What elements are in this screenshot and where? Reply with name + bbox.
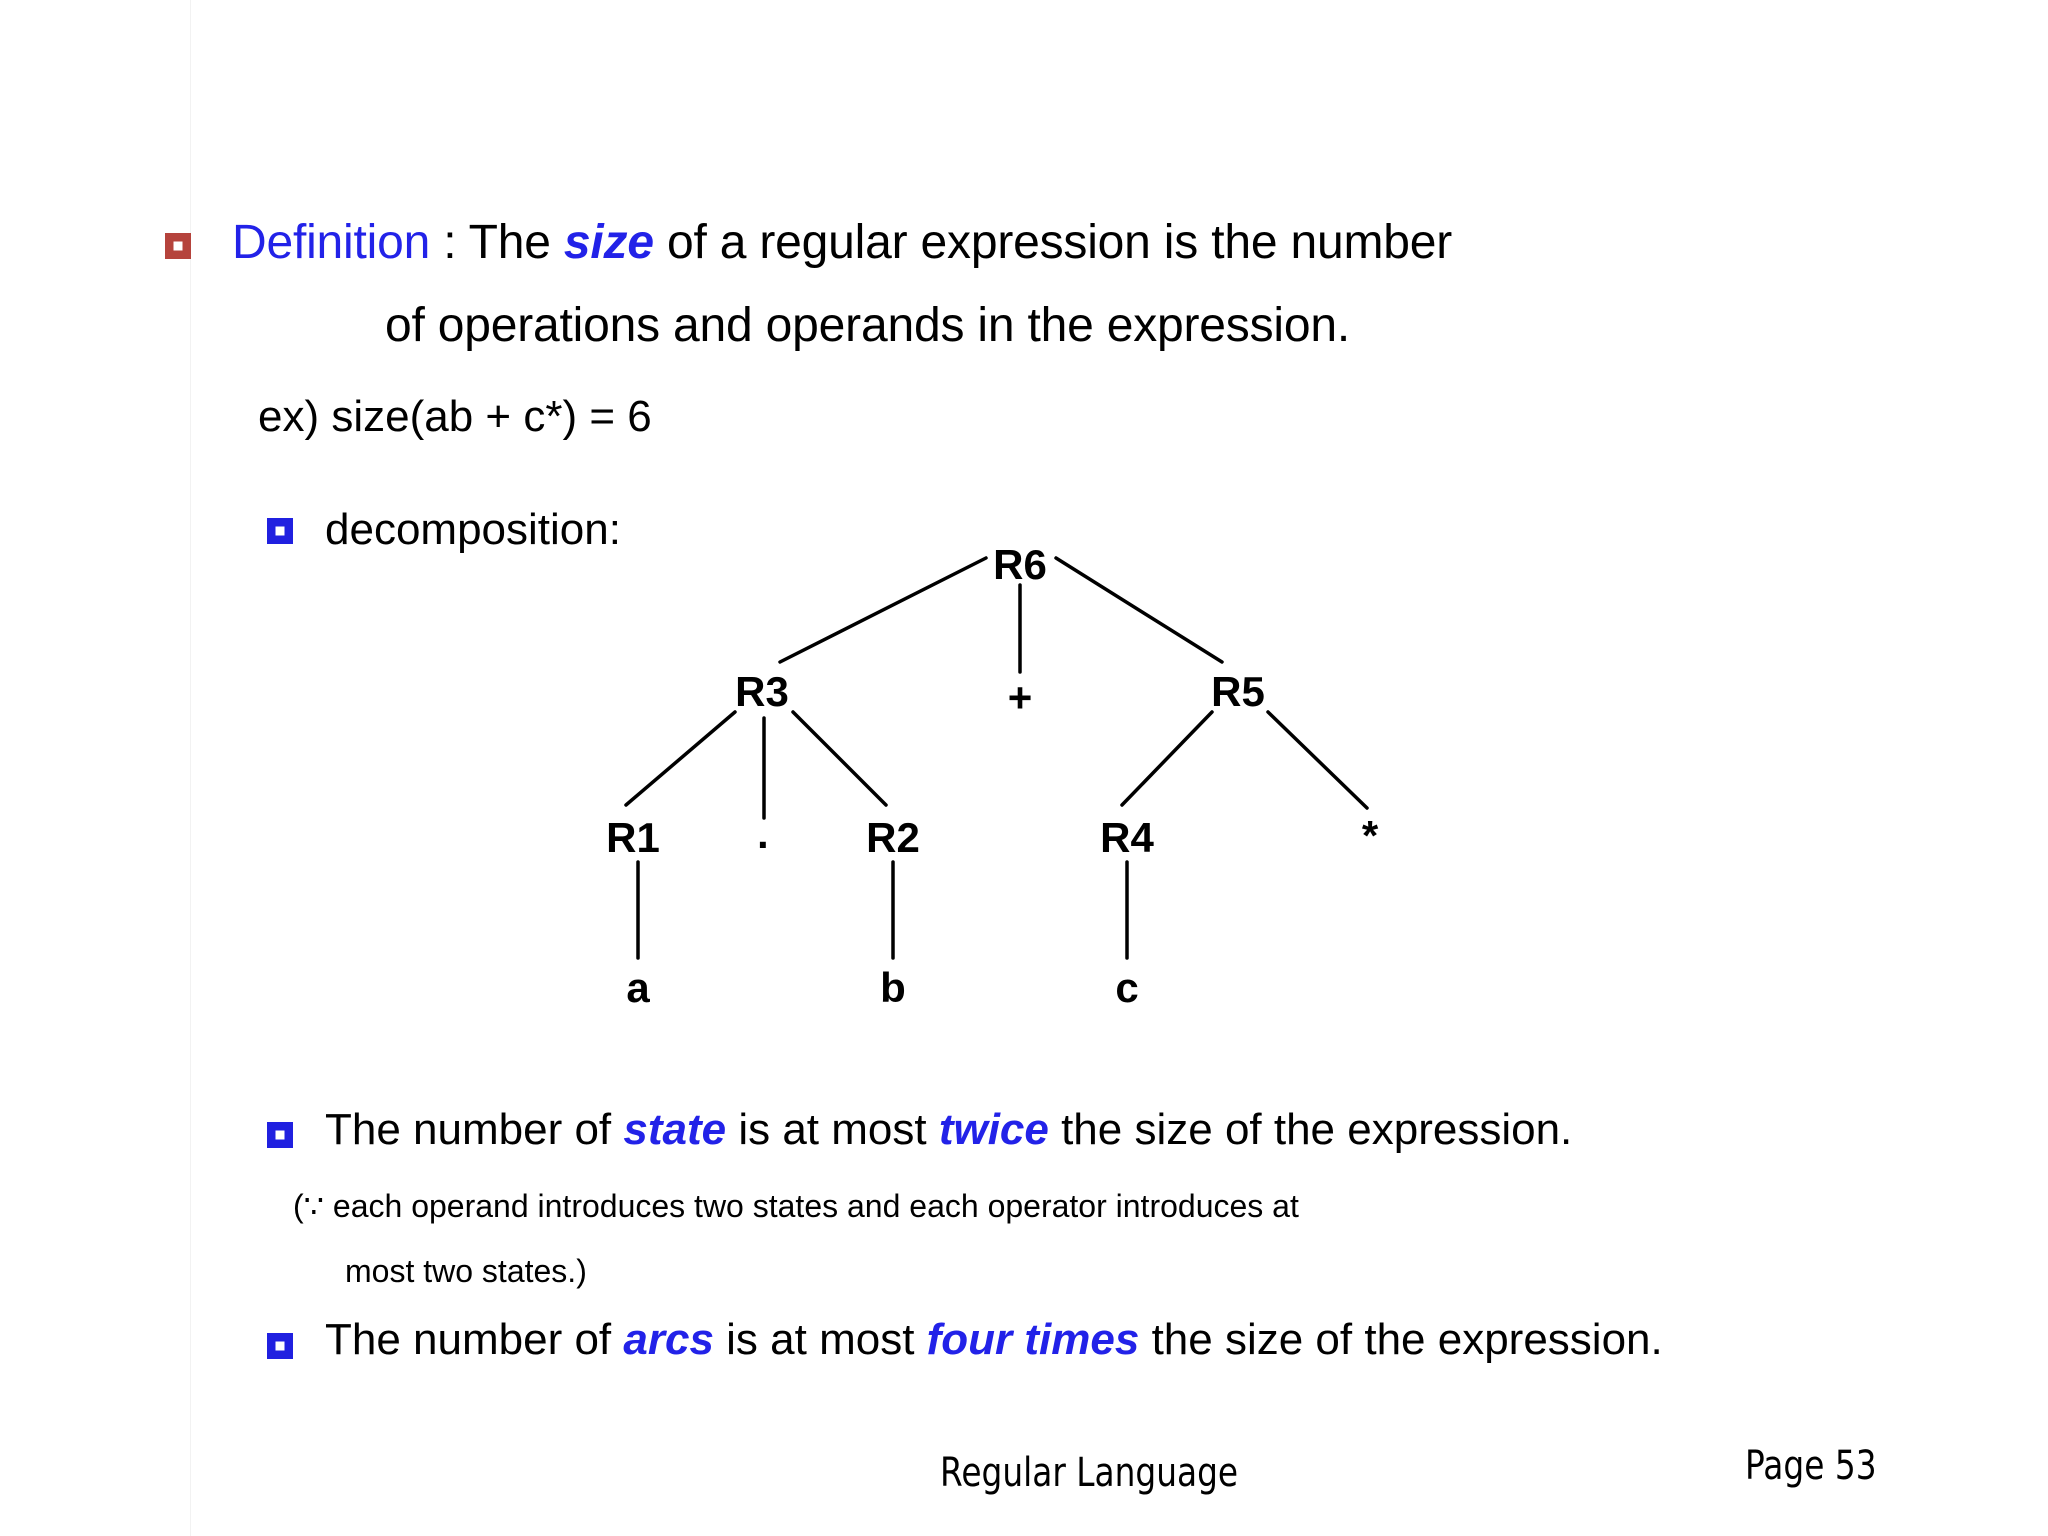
state-emphasis-state: state	[623, 1105, 727, 1154]
state-claim-text: The number of state is at most twice the…	[325, 1105, 1572, 1156]
definition-line-2: of operations and operands in the expres…	[385, 299, 1350, 352]
definition-line-1: Definition : The size of a regular expre…	[232, 215, 1452, 270]
bullet-inner	[275, 526, 285, 536]
tree-node-R6: R6	[993, 541, 1047, 588]
left-margin-rule	[190, 0, 191, 1536]
arcs-claim-text: The number of arcs is at most four times…	[325, 1315, 1663, 1366]
tree-node-R1: R1	[606, 814, 660, 861]
state-reason-line-2: most two states.)	[345, 1253, 587, 1289]
state-claim-mid: is at most	[726, 1105, 939, 1154]
arcs-emphasis-four-times: four times	[926, 1315, 1140, 1364]
example-line: ex) size(ab + c*) = 6	[258, 392, 652, 441]
tree-node-star: *	[1361, 812, 1379, 859]
decomposition-label: decomposition:	[325, 505, 621, 554]
tree-node-a: a	[626, 964, 650, 1011]
bullet-decomposition	[267, 518, 293, 544]
definition-line1-post: of a regular expression is the number	[653, 216, 1453, 269]
arcs-claim-pre: The number of	[325, 1315, 624, 1364]
bullet-definition	[165, 233, 191, 259]
tree-node-c: c	[1115, 964, 1139, 1011]
tree-node-b: b	[880, 964, 906, 1011]
state-claim-pre: The number of	[325, 1105, 624, 1154]
bullet-inner	[173, 241, 183, 251]
state-reason-line-1: (∵ each operand introduces two states an…	[293, 1188, 1299, 1224]
tree-node-R3: R3	[735, 668, 789, 715]
bullet-inner	[275, 1341, 285, 1351]
bullet-arcs-claim	[267, 1333, 293, 1359]
tree-node-R5: R5	[1211, 668, 1265, 715]
bullet-state-claim	[267, 1122, 293, 1148]
footer-page-number: Page 53	[1745, 1443, 1877, 1489]
state-claim-post: the size of the expression.	[1048, 1105, 1573, 1154]
tree-node-R2: R2	[866, 814, 920, 861]
arcs-claim-post: the size of the expression.	[1139, 1315, 1663, 1364]
definition-emphasis-size: size	[563, 216, 654, 269]
arcs-claim-mid: is at most	[713, 1315, 927, 1364]
footer-subject: Regular Language	[940, 1450, 1239, 1496]
state-emphasis-twice: twice	[938, 1105, 1049, 1154]
tree-node-dot: ·	[757, 821, 771, 868]
arcs-emphasis-arcs: arcs	[623, 1315, 714, 1364]
bullet-inner	[275, 1130, 285, 1140]
tree-node-R4: R4	[1100, 814, 1154, 861]
definition-keyword: Definition	[232, 216, 431, 269]
tree-node-plus: +	[1007, 674, 1033, 721]
definition-line1-pre: : The	[430, 216, 564, 269]
